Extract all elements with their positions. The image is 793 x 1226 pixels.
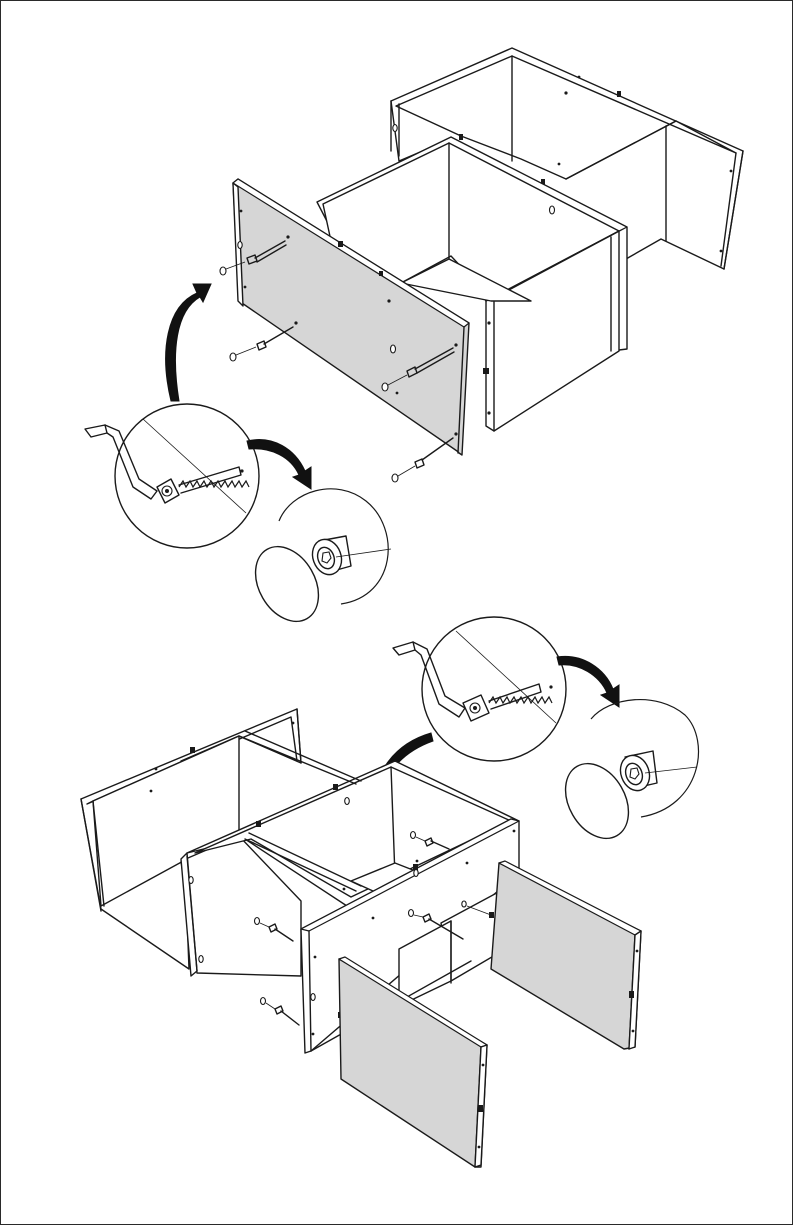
cam-lock-detail bbox=[243, 489, 391, 633]
cam-bolt-icon bbox=[392, 438, 453, 482]
cam-lock-detail bbox=[553, 700, 699, 850]
cabinet-two-compartment bbox=[81, 709, 519, 1053]
cam-lock-icon bbox=[308, 535, 347, 578]
zoom-detail-allen-key bbox=[85, 404, 259, 548]
step-2-illustration bbox=[81, 617, 698, 1167]
cam-bolt-icon bbox=[261, 998, 300, 1026]
cam-bolt-icon bbox=[230, 327, 293, 361]
curved-arrow-icon bbox=[166, 284, 211, 401]
step-1-illustration bbox=[85, 48, 743, 633]
side-panel-right bbox=[491, 861, 641, 1049]
